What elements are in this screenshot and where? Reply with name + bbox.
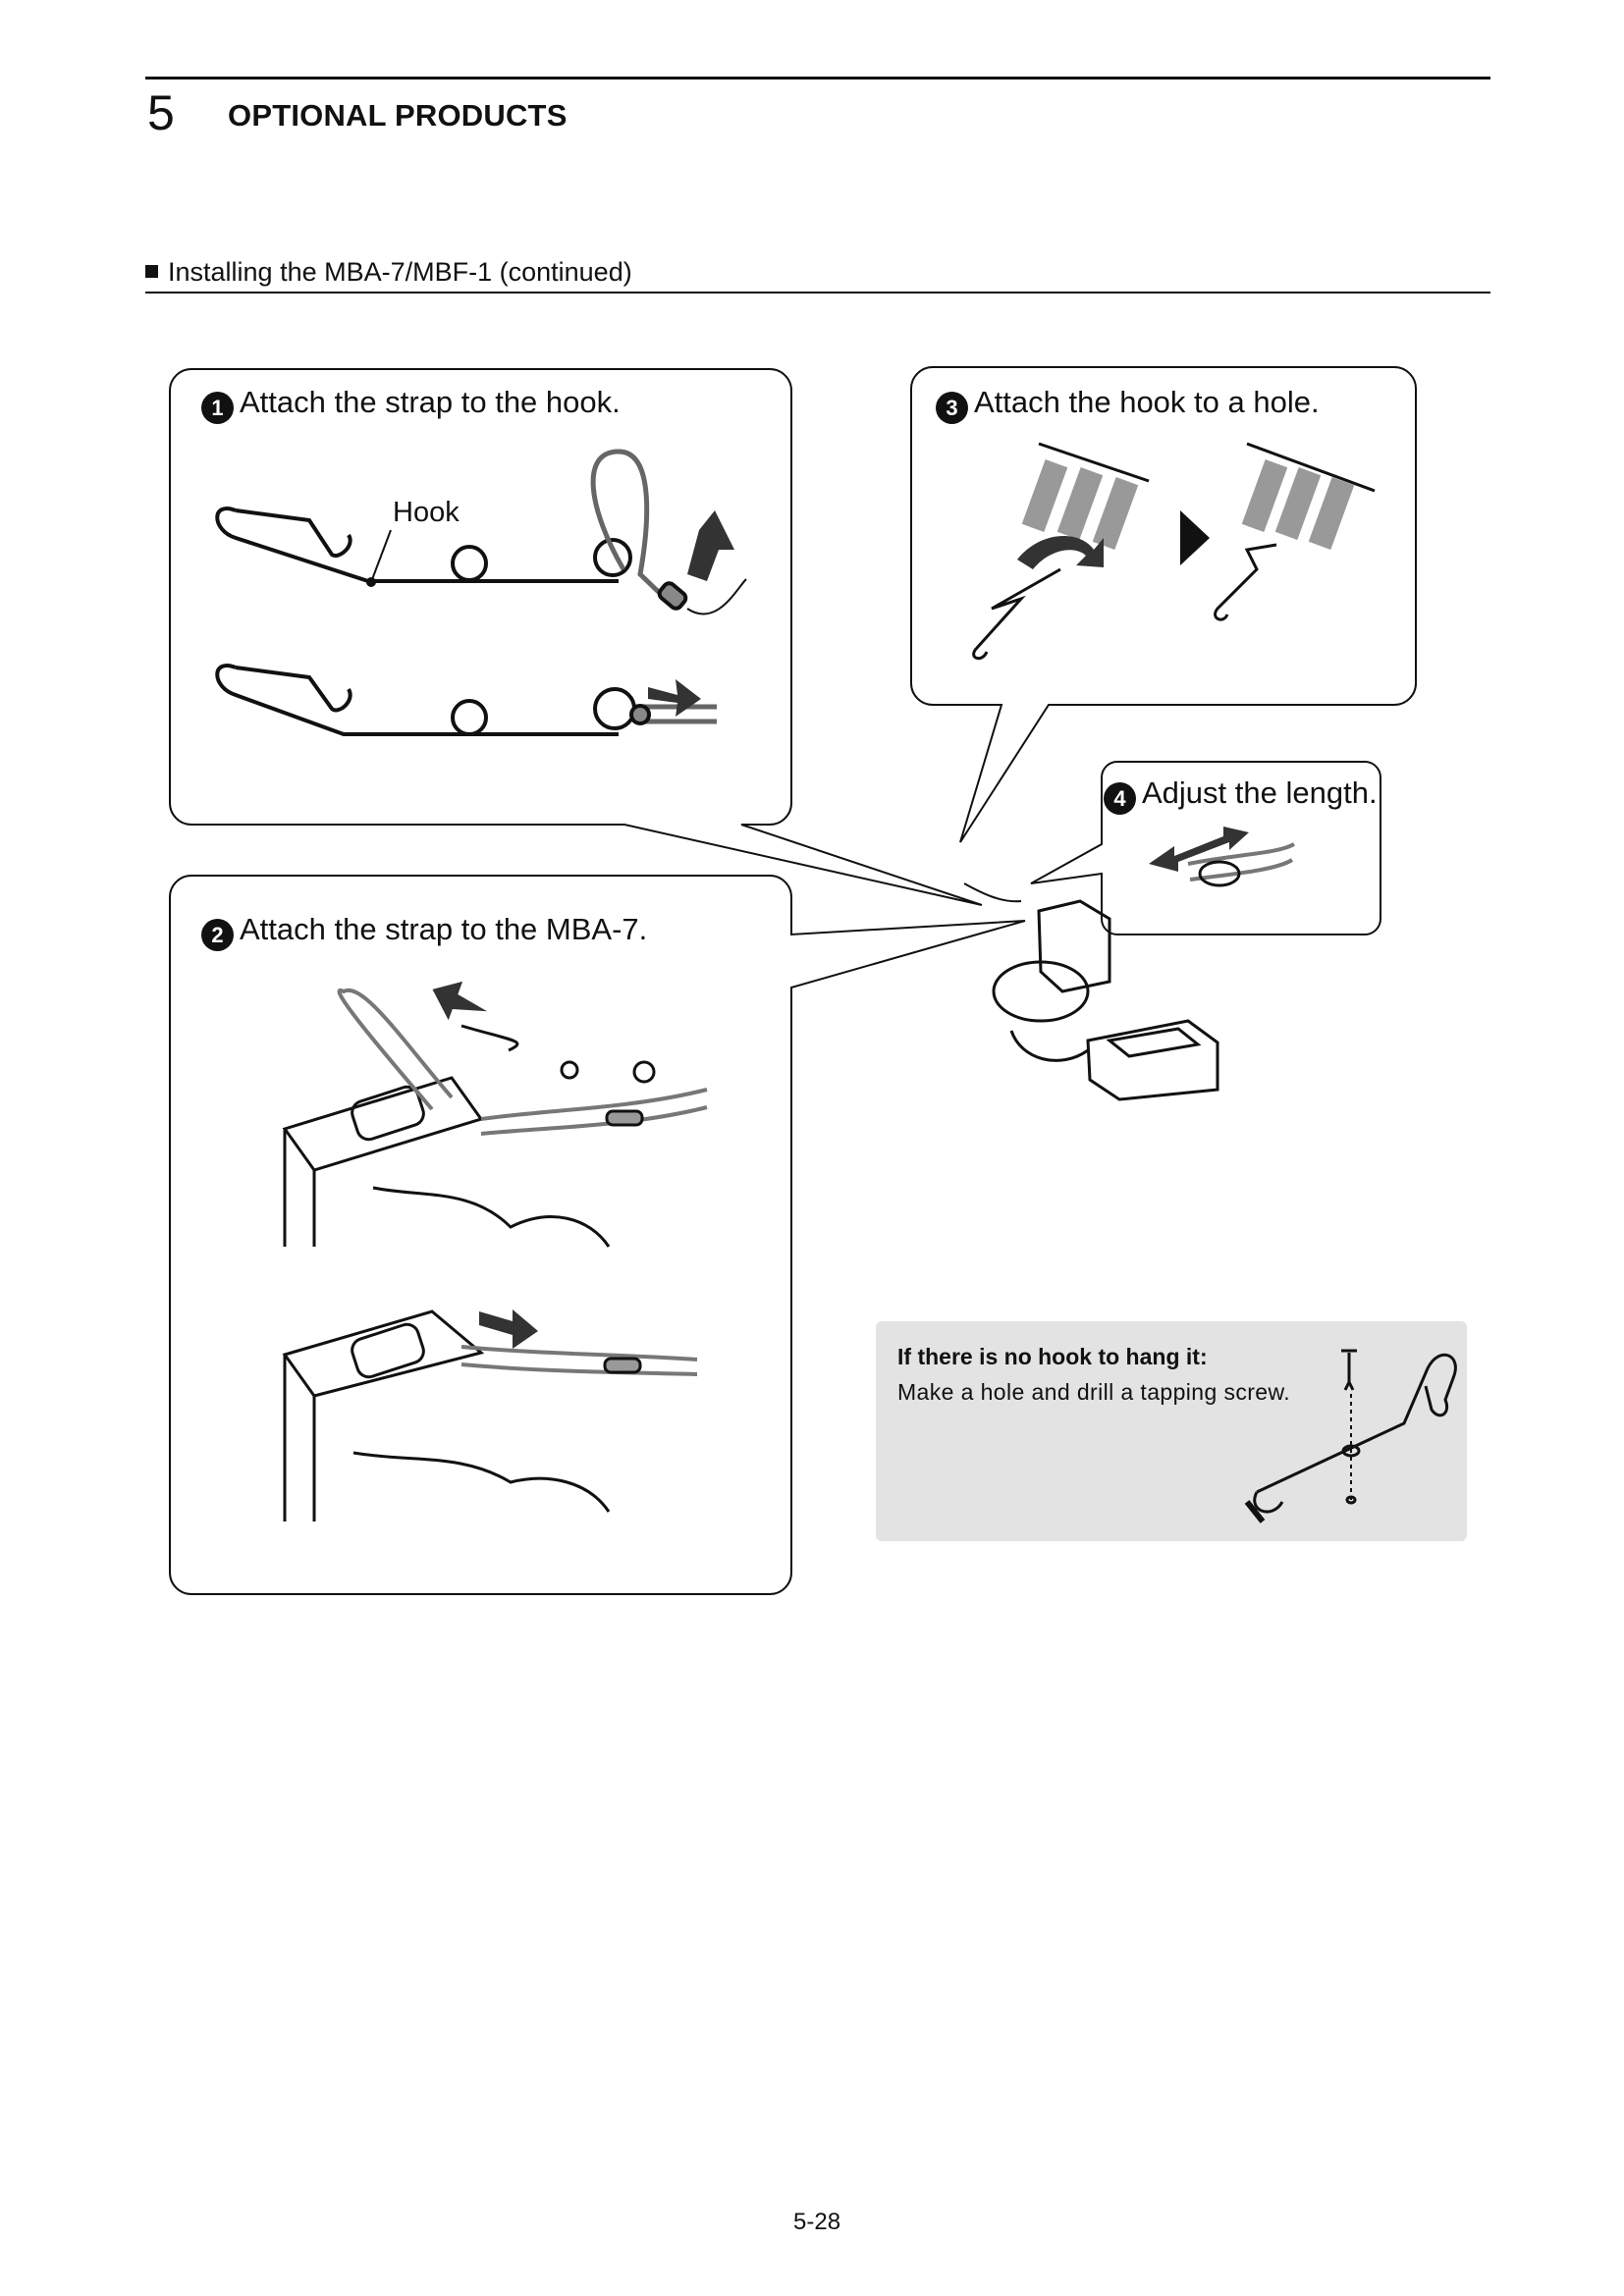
double-arrow-icon: [1149, 827, 1249, 872]
step-number-2-icon: 2: [201, 919, 234, 951]
vent-hook-drawing: [972, 442, 1376, 661]
section-rule: [145, 292, 1490, 294]
tapping-screw-icon: [1244, 1349, 1457, 1523]
push-arrow-icon: [479, 1309, 538, 1349]
step-3-text: Attach the hook to a hole.: [974, 385, 1320, 419]
pull-arrow-icon: [648, 679, 701, 717]
rotate-arrow-icon: [1017, 536, 1104, 569]
charger-assembly-drawing: [963, 882, 1219, 1101]
hook-leader-line: [370, 529, 392, 583]
chapter-number: 5: [147, 85, 175, 140]
step-1-text: Attach the strap to the hook.: [240, 385, 621, 419]
chapter-title: OPTIONAL PRODUCTS: [228, 98, 568, 133]
step-number-3-icon: 3: [936, 392, 968, 424]
step-number-4-icon: 4: [1104, 782, 1136, 815]
hook-label: Hook: [393, 497, 460, 528]
rotate-arrow-icon: [687, 510, 734, 581]
step-2-text: Attach the strap to the MBA-7.: [240, 912, 648, 946]
square-bullet-icon: [145, 265, 158, 278]
curved-arrow-icon: [432, 981, 488, 1021]
note-body: Make a hole and drill a tapping screw.: [897, 1379, 1291, 1405]
step-4-text: Adjust the length.: [1142, 775, 1378, 810]
page-number: 5-28: [793, 2209, 841, 2235]
section-heading: Installing the MBA-7/MBF-1 (continued): [145, 257, 632, 288]
note-title: If there is no hook to hang it:: [897, 1344, 1208, 1369]
next-step-arrow-icon: [1180, 510, 1210, 565]
adjust-length-drawing: [1187, 842, 1295, 887]
mba7-strap-drawing-bottom: [282, 1309, 698, 1522]
hook-drawing-top: [215, 449, 747, 615]
panel-step-1: [169, 368, 983, 906]
header-rule: [145, 77, 1490, 80]
section-title: Installing the MBA-7/MBF-1 (continued): [168, 257, 632, 287]
note-box: [876, 1321, 1467, 1541]
step-number-1-icon: 1: [201, 392, 234, 424]
mba7-strap-drawing-top: [282, 988, 708, 1248]
hook-drawing-bottom: [215, 664, 717, 736]
